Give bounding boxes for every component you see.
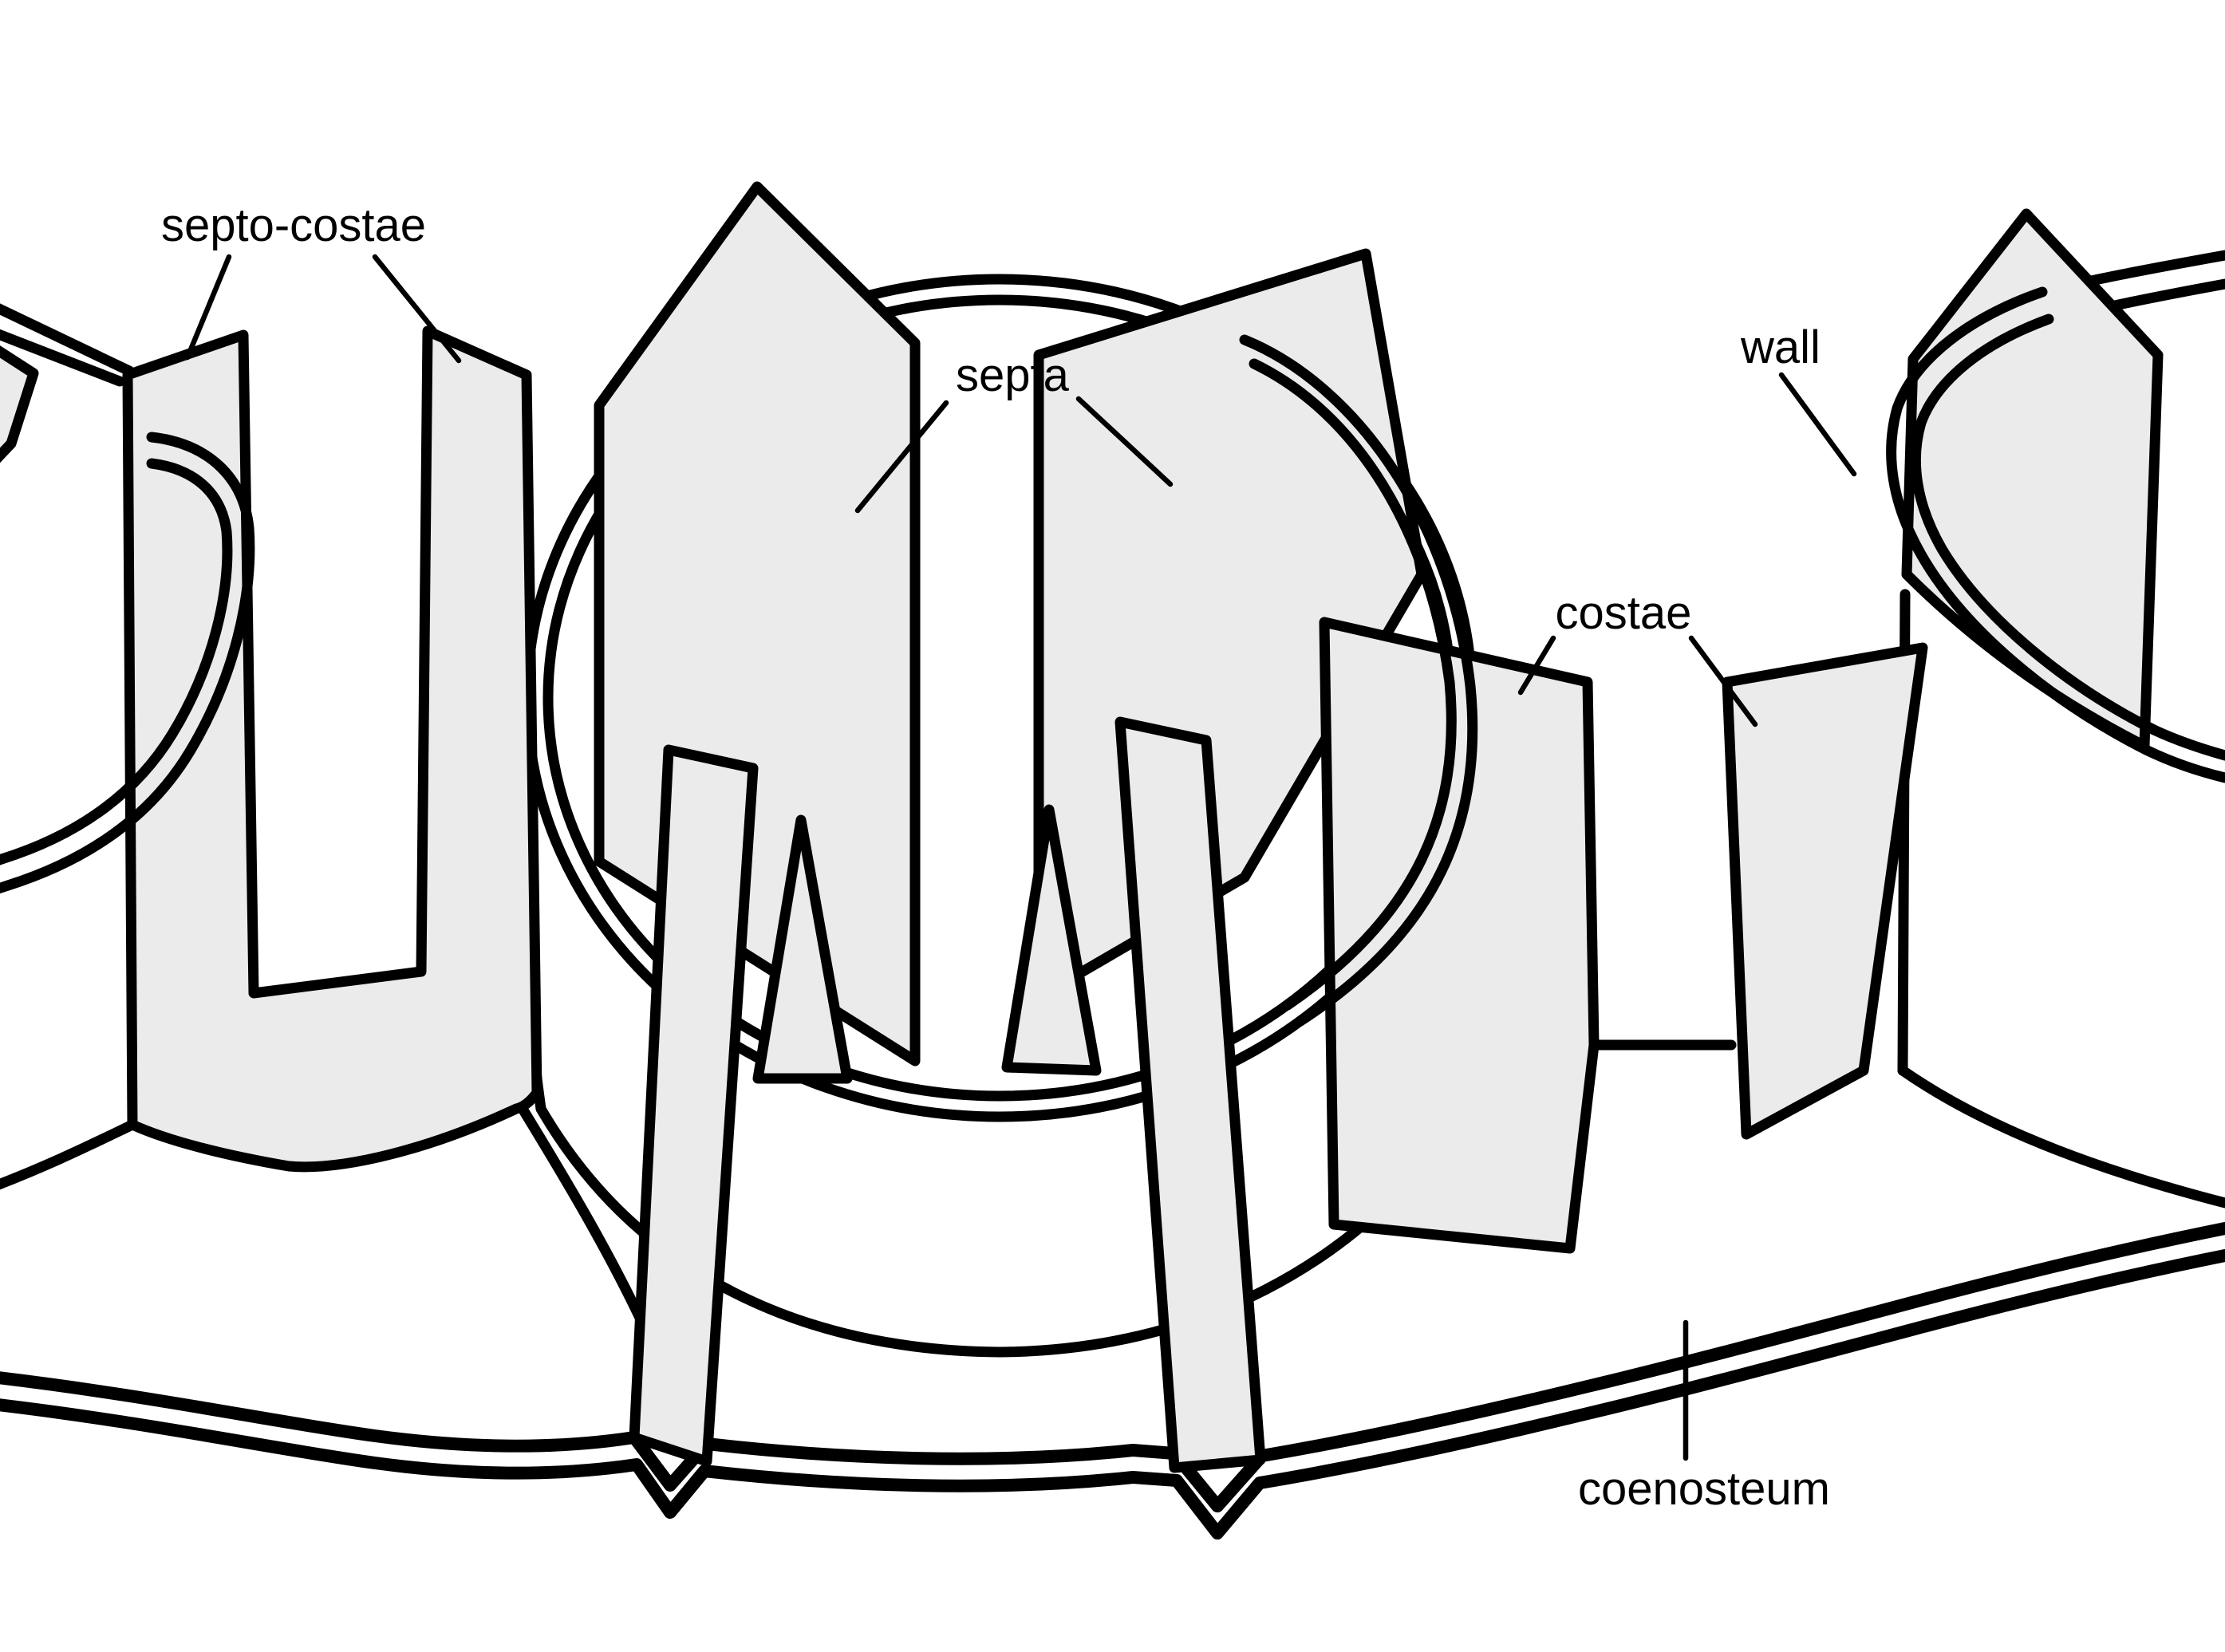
label-wall: wall — [1740, 321, 1821, 373]
annotations: septo-costae septa wall costae coenosteu… — [161, 199, 1857, 1515]
left-corallite — [0, 303, 135, 463]
leader-septo-costae-left — [184, 254, 232, 361]
label-costae: costae — [1556, 587, 1692, 639]
left-edge-costa-plate — [0, 345, 39, 463]
leader-costae-left — [1517, 635, 1556, 696]
label-coenosteum: coenosteum — [1578, 1463, 1830, 1515]
leader-septo-costae-right — [372, 254, 462, 364]
leader-septa-left — [854, 400, 949, 514]
front-septum-tooth-right — [1001, 804, 1102, 1076]
right-wall-rim-front-outer — [1886, 286, 2225, 783]
front-costa-strip-right — [1114, 716, 1266, 1473]
left-wall-rim-back-outer — [0, 303, 135, 377]
label-septa: septa — [956, 349, 1070, 401]
left-cup-base-line — [0, 1119, 138, 1190]
leader-costae-right — [1688, 635, 1758, 727]
right-wall-rim-front-inner — [1910, 313, 2225, 761]
front-costa-strip-left — [629, 744, 759, 1467]
coenosteum-top-line — [0, 1222, 2225, 1512]
left-wall-rim-front-outer — [0, 432, 255, 894]
costa-plate-left — [1319, 617, 1600, 1254]
label-septo-costae: septo-costae — [161, 199, 426, 251]
left-center-valley-line — [517, 1103, 656, 1346]
center-rim-overlay-inner — [1249, 358, 1457, 1011]
right-corallite — [1722, 208, 2225, 1208]
coenosteum-line — [0, 1222, 2225, 1540]
left-wall-rim-back-inner — [0, 329, 125, 387]
right-cup-base-arc — [1897, 1065, 2225, 1208]
leader-septa-right — [1075, 396, 1174, 487]
center-rim-overlay-outer — [1239, 334, 1478, 1027]
leader-wall — [1778, 372, 1857, 477]
center-wall-rim-overlay — [1239, 334, 1478, 1027]
front-septum-tooth-left — [752, 814, 853, 1084]
left-wall-rim-front — [0, 432, 656, 1346]
left-wall-rim-front-inner — [0, 458, 233, 865]
right-cup-front-face — [1903, 610, 2225, 1203]
costa-plate-right — [1722, 642, 1928, 1140]
coenosteum-bottom-line — [0, 1249, 2225, 1540]
